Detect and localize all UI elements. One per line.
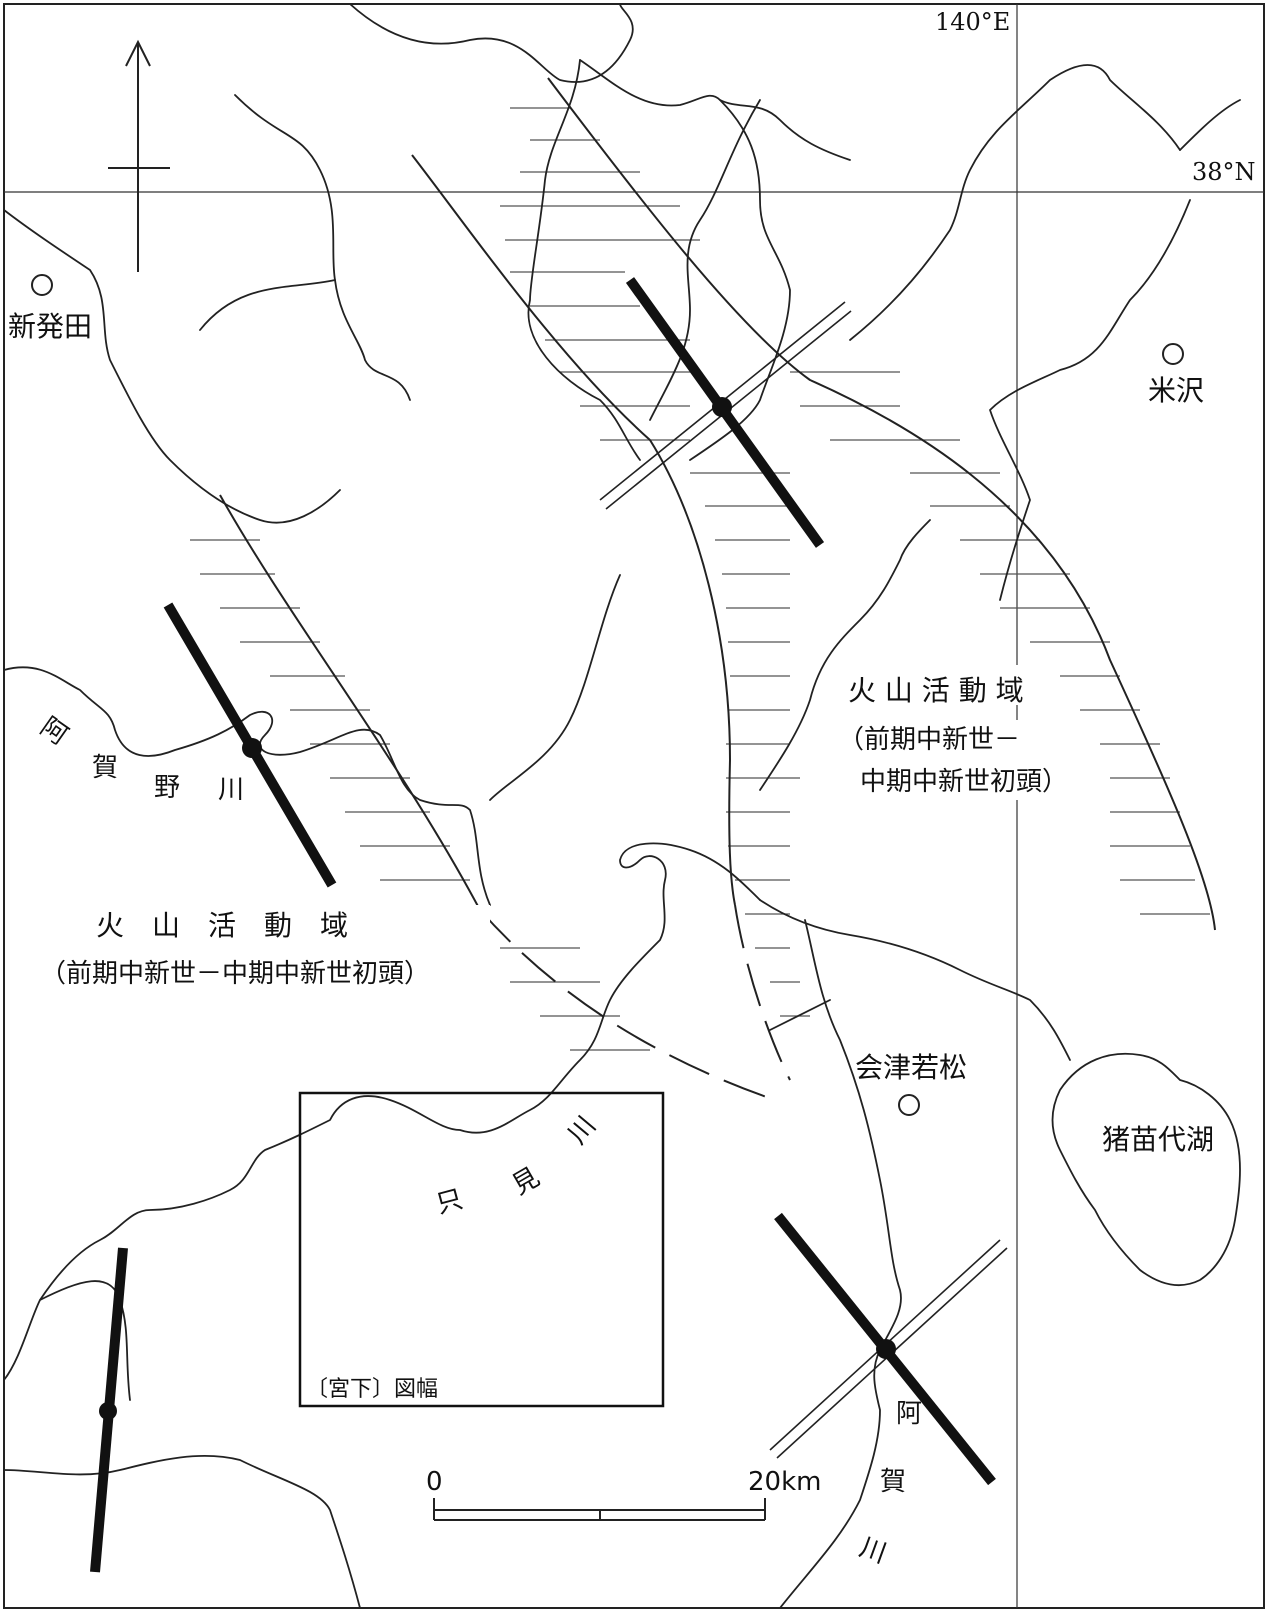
river-char: 川	[855, 1532, 890, 1569]
river-agano-upper	[3, 209, 341, 524]
river-northeast-2	[1179, 99, 1241, 151]
city-label-yonezawa: 米沢	[1148, 374, 1204, 407]
river-central	[489, 574, 621, 801]
river-east-small	[769, 999, 831, 1031]
city-marker-icon	[898, 1094, 920, 1116]
hatch-region-east	[690, 371, 1210, 1017]
scale-end-label: 20km	[748, 1467, 821, 1497]
structure-symbol-west	[163, 602, 337, 888]
city-label-shibata: 新発田	[8, 310, 92, 343]
latitude-label: 38°N	[1192, 158, 1256, 186]
river-label-tadami: 只 見 川	[433, 1111, 602, 1220]
river-east-mid	[759, 519, 931, 791]
river-north-4	[527, 59, 641, 461]
lake-inawashiro	[1051, 1052, 1241, 1287]
river-char: 川	[562, 1111, 602, 1150]
zone-boundary-central-dashed	[734, 904, 791, 1081]
river-north-1	[349, 3, 634, 83]
river-yonezawa	[989, 199, 1191, 601]
river-southwest	[3, 1455, 361, 1609]
zone-boundary-west-dashed	[479, 909, 776, 1101]
zone-boundary-west	[219, 494, 481, 911]
river-north-2	[579, 59, 851, 161]
river-aga	[779, 919, 902, 1609]
zone-boundary-north-east	[547, 77, 1216, 931]
river-char: 見	[507, 1162, 545, 1201]
city-marker-icon	[31, 274, 53, 296]
river-northeast	[849, 64, 1181, 341]
city-yonezawa: 米沢	[1148, 343, 1204, 407]
river-char: 只	[433, 1184, 466, 1220]
lake-label-inawashiro: 猪苗代湖	[1102, 1123, 1214, 1156]
river-char: 阿	[896, 1399, 922, 1429]
zone-title-east: 火 山 活 動 域	[848, 674, 1024, 707]
volcanic-zone-label-east: 火 山 活 動 域 （前期中新世－ 中期中新世初頭）	[838, 665, 1088, 800]
zone-period-east-line1: （前期中新世－	[838, 725, 1020, 755]
river-agano	[3, 666, 491, 906]
river-char: 賀	[92, 753, 118, 783]
structure-symbol-southeast	[769, 1212, 1008, 1486]
volcanic-zone-label-west: 火 山 活 動 域 （前期中新世－中期中新世初頭）	[40, 905, 490, 995]
longitude-label: 140°E	[935, 8, 1010, 36]
river-northwest-2	[199, 279, 336, 331]
north-arrow-icon	[108, 39, 170, 272]
zone-period-west: （前期中新世－中期中新世初頭）	[40, 959, 430, 989]
structure-symbol-southwest	[90, 1247, 128, 1573]
scale-start-label: 0	[426, 1467, 443, 1497]
river-label-agano: 阿 賀 野 川	[35, 712, 244, 805]
scale-bar: 0 20km	[426, 1467, 821, 1521]
zone-period-east-line2: 中期中新世初頭）	[860, 767, 1068, 797]
river-char: 賀	[880, 1467, 906, 1497]
zone-boundary-central	[649, 439, 736, 906]
city-label-aizuwakamatsu: 会津若松	[855, 1051, 967, 1084]
structure-symbol-north	[599, 277, 852, 548]
map-sheet-label: 〔宮下〕図幅	[306, 1377, 438, 1402]
map-frame	[3, 3, 1265, 1609]
map-sheet-miyashita[interactable]: 〔宮下〕図幅	[298, 1091, 665, 1408]
zone-title-west: 火 山 活 動 域	[96, 909, 348, 942]
river-east-branch	[759, 899, 1071, 1061]
river-north-5	[689, 99, 791, 461]
river-north-3	[649, 99, 761, 421]
river-northwest-1	[234, 94, 411, 401]
river-tadami	[3, 842, 761, 1381]
city-aizuwakamatsu: 会津若松	[855, 1051, 967, 1116]
zone-boundary-north-west	[411, 154, 651, 441]
river-char: 川	[218, 775, 244, 805]
city-shibata: 新発田	[8, 274, 92, 343]
city-marker-icon	[1162, 343, 1184, 365]
river-char: 阿	[35, 712, 74, 751]
hatch-region-north	[500, 107, 700, 441]
river-char: 野	[154, 773, 180, 803]
